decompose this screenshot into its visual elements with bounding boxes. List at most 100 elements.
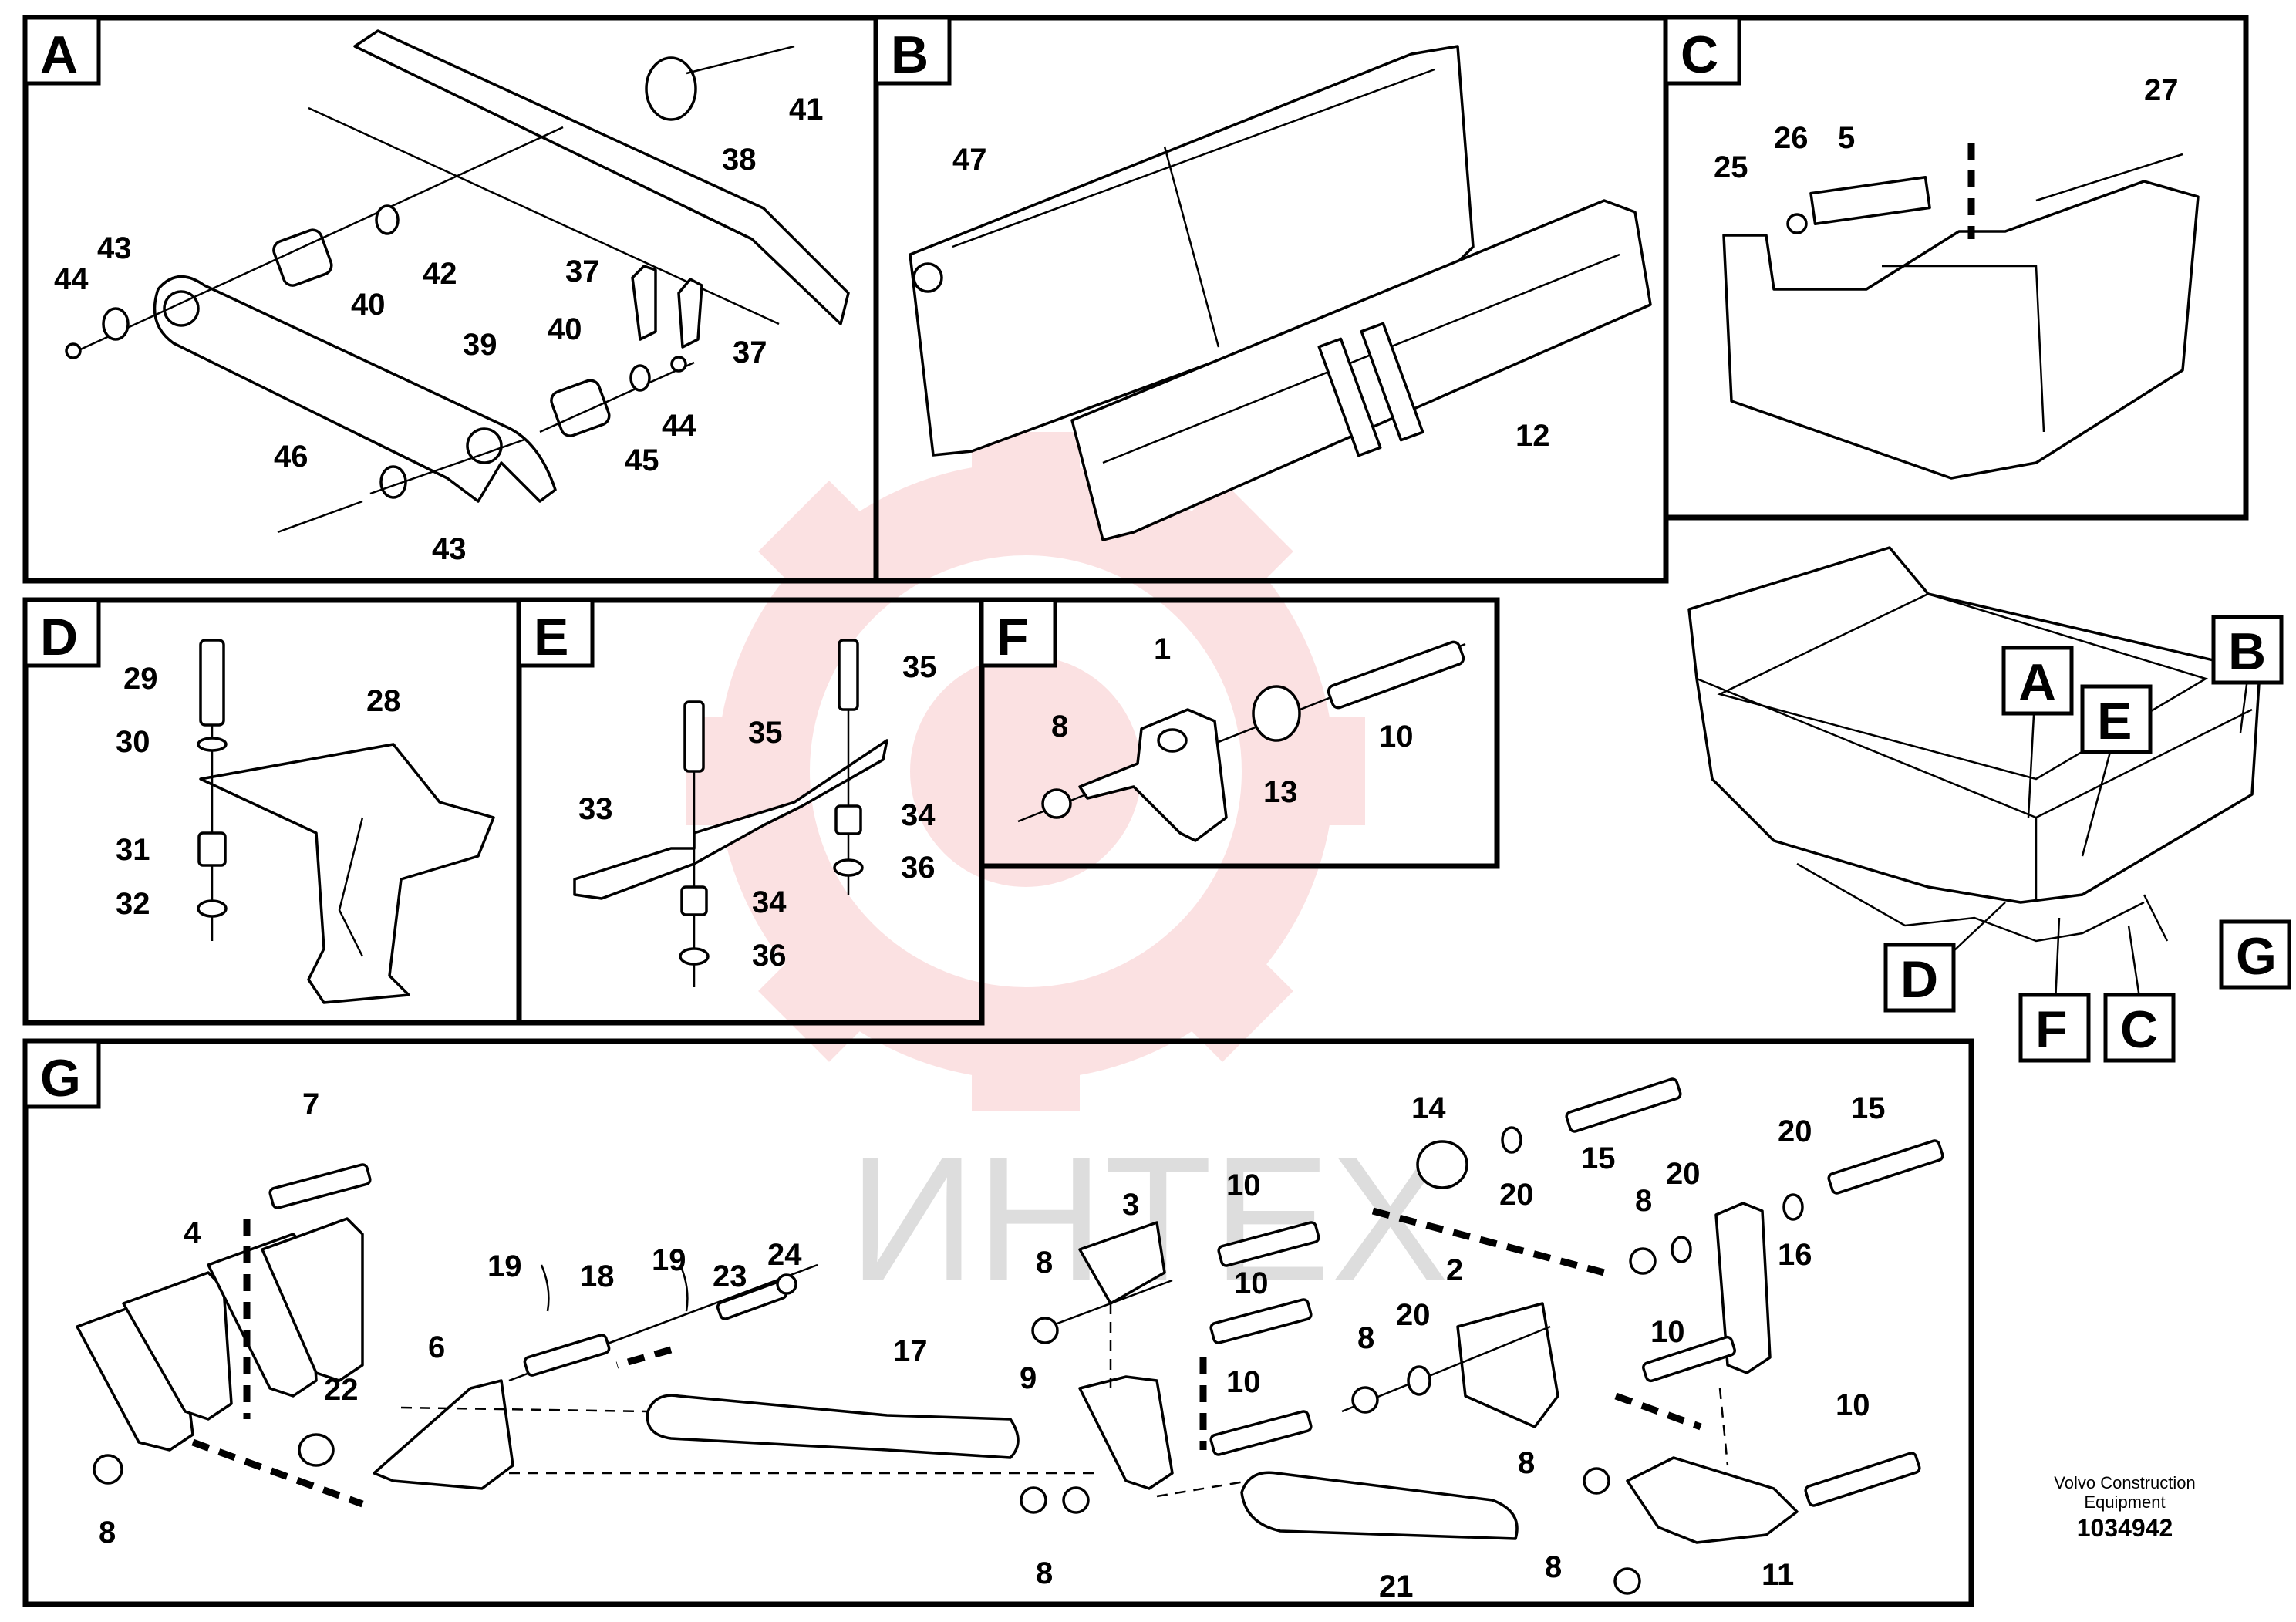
callout-40: 40 [351, 288, 386, 322]
overview-tag-d: D [1900, 950, 1938, 1009]
bracket-4d [261, 1217, 364, 1382]
nut-32 [197, 899, 228, 918]
callout-8: 8 [1545, 1550, 1562, 1584]
bushing-14 [1416, 1140, 1468, 1189]
nut-8c [1020, 1486, 1047, 1514]
washer-43a [102, 307, 130, 341]
panel-g-tag-box [23, 1039, 101, 1109]
callout-9: 9 [1020, 1361, 1037, 1395]
panel-c-tag-box [1664, 15, 1741, 86]
panel-f: F 1 8 10 13 [979, 597, 1500, 869]
nut-26 [1786, 213, 1808, 234]
bolt-15b [1827, 1139, 1944, 1195]
plate-5 [1809, 176, 1931, 225]
callout-10: 10 [1650, 1315, 1685, 1349]
callout-22: 22 [324, 1373, 359, 1407]
nut-36b [833, 858, 864, 877]
callout-3: 3 [1122, 1188, 1139, 1222]
bushing-13 [1252, 685, 1301, 742]
callout-26: 26 [1774, 121, 1809, 155]
callout-8: 8 [1036, 1556, 1053, 1590]
bracket-6 [373, 1379, 514, 1490]
overview-tag-g: G [2236, 927, 2277, 986]
bracket-1 [1078, 708, 1228, 842]
callout-5: 5 [1838, 121, 1855, 155]
callout-37: 37 [733, 336, 767, 369]
callout-23: 23 [713, 1259, 747, 1293]
callout-29: 29 [123, 662, 158, 696]
callout-38: 38 [722, 143, 757, 177]
panel-e-tag: E [534, 608, 568, 666]
beam-rail [353, 29, 850, 325]
overview-tag-a: A [2018, 653, 2056, 712]
callout-40: 40 [548, 312, 582, 346]
panel-c-tag: C [1681, 25, 1718, 84]
panel-g-tag: G [40, 1049, 81, 1108]
nut-8a [93, 1454, 123, 1485]
bracket-4b [122, 1271, 233, 1421]
callout-20: 20 [1778, 1114, 1812, 1148]
bushing-40b [550, 379, 611, 437]
nut-44a [65, 342, 82, 359]
bracket-37a [631, 265, 657, 341]
callout-8: 8 [1635, 1184, 1652, 1218]
callout-20: 20 [1499, 1178, 1534, 1212]
bushing-40a [272, 228, 333, 287]
overview-tag-b: B [2228, 622, 2266, 681]
panel-b: B 47 12 [873, 15, 1669, 584]
callout-11: 11 [1762, 1558, 1794, 1592]
bolt-35b [838, 639, 859, 711]
callout-4: 4 [184, 1216, 201, 1250]
footer-brand-line2: Equipment [2084, 1492, 2165, 1512]
callout-18: 18 [580, 1259, 615, 1293]
overview-truck-body: A B E G D F C [1687, 546, 2291, 1063]
callout-10: 10 [1379, 720, 1414, 754]
panel-d-tag-box [23, 598, 101, 668]
callout-43: 43 [97, 231, 132, 265]
cylinder-21 [1240, 1471, 1519, 1540]
bolt-10c [1209, 1410, 1313, 1456]
panel-c-callouts: 26 5 27 25 [1714, 73, 2179, 184]
panel-b-tag-box [874, 15, 952, 86]
callout-34: 34 [752, 885, 787, 919]
callout-10: 10 [1226, 1365, 1261, 1399]
panel-d-tag: D [40, 608, 78, 666]
bolt-10b [1209, 1298, 1313, 1344]
clip-19b [679, 1264, 689, 1312]
washer-30 [197, 737, 228, 752]
guard-plate-25 [1722, 180, 2200, 480]
overview-tags: A B E G D F C [1883, 615, 2291, 1063]
callout-15: 15 [1851, 1091, 1886, 1125]
panel-a: A 41 38 42 43 44 40 37 [22, 15, 879, 584]
callout-24: 24 [767, 1238, 802, 1272]
bracket-37b [677, 278, 703, 349]
callout-8: 8 [1036, 1246, 1053, 1280]
spacer-34a [680, 885, 708, 916]
bolt-10a [1217, 1221, 1320, 1267]
callout-34: 34 [901, 798, 936, 832]
callout-20: 20 [1666, 1157, 1701, 1191]
panel-f-frame [979, 597, 1500, 869]
callout-45: 45 [625, 443, 659, 477]
link-16 [1714, 1202, 1772, 1374]
callout-33: 33 [578, 792, 613, 826]
callout-36: 36 [752, 939, 787, 973]
panel-d-callouts: 29 28 30 31 32 [116, 662, 401, 921]
callout-44: 44 [662, 409, 696, 443]
callout-21: 21 [1379, 1570, 1414, 1603]
callout-36: 36 [901, 851, 936, 885]
footer: Volvo Construction Equipment 1034942 [2054, 1473, 2195, 1542]
callout-20: 20 [1396, 1298, 1431, 1332]
callout-8: 8 [1357, 1321, 1374, 1355]
panel-e-tag-box [517, 598, 595, 668]
panel-a-tag: A [40, 25, 78, 84]
callout-41: 41 [789, 93, 824, 126]
bolt-35a [683, 700, 705, 773]
nut-8 [1041, 788, 1072, 819]
washer-42 [375, 204, 400, 235]
callout-30: 30 [116, 725, 150, 759]
crossmember-12 [1070, 199, 1652, 541]
callout-46: 46 [274, 440, 308, 474]
callout-28: 28 [366, 684, 401, 718]
